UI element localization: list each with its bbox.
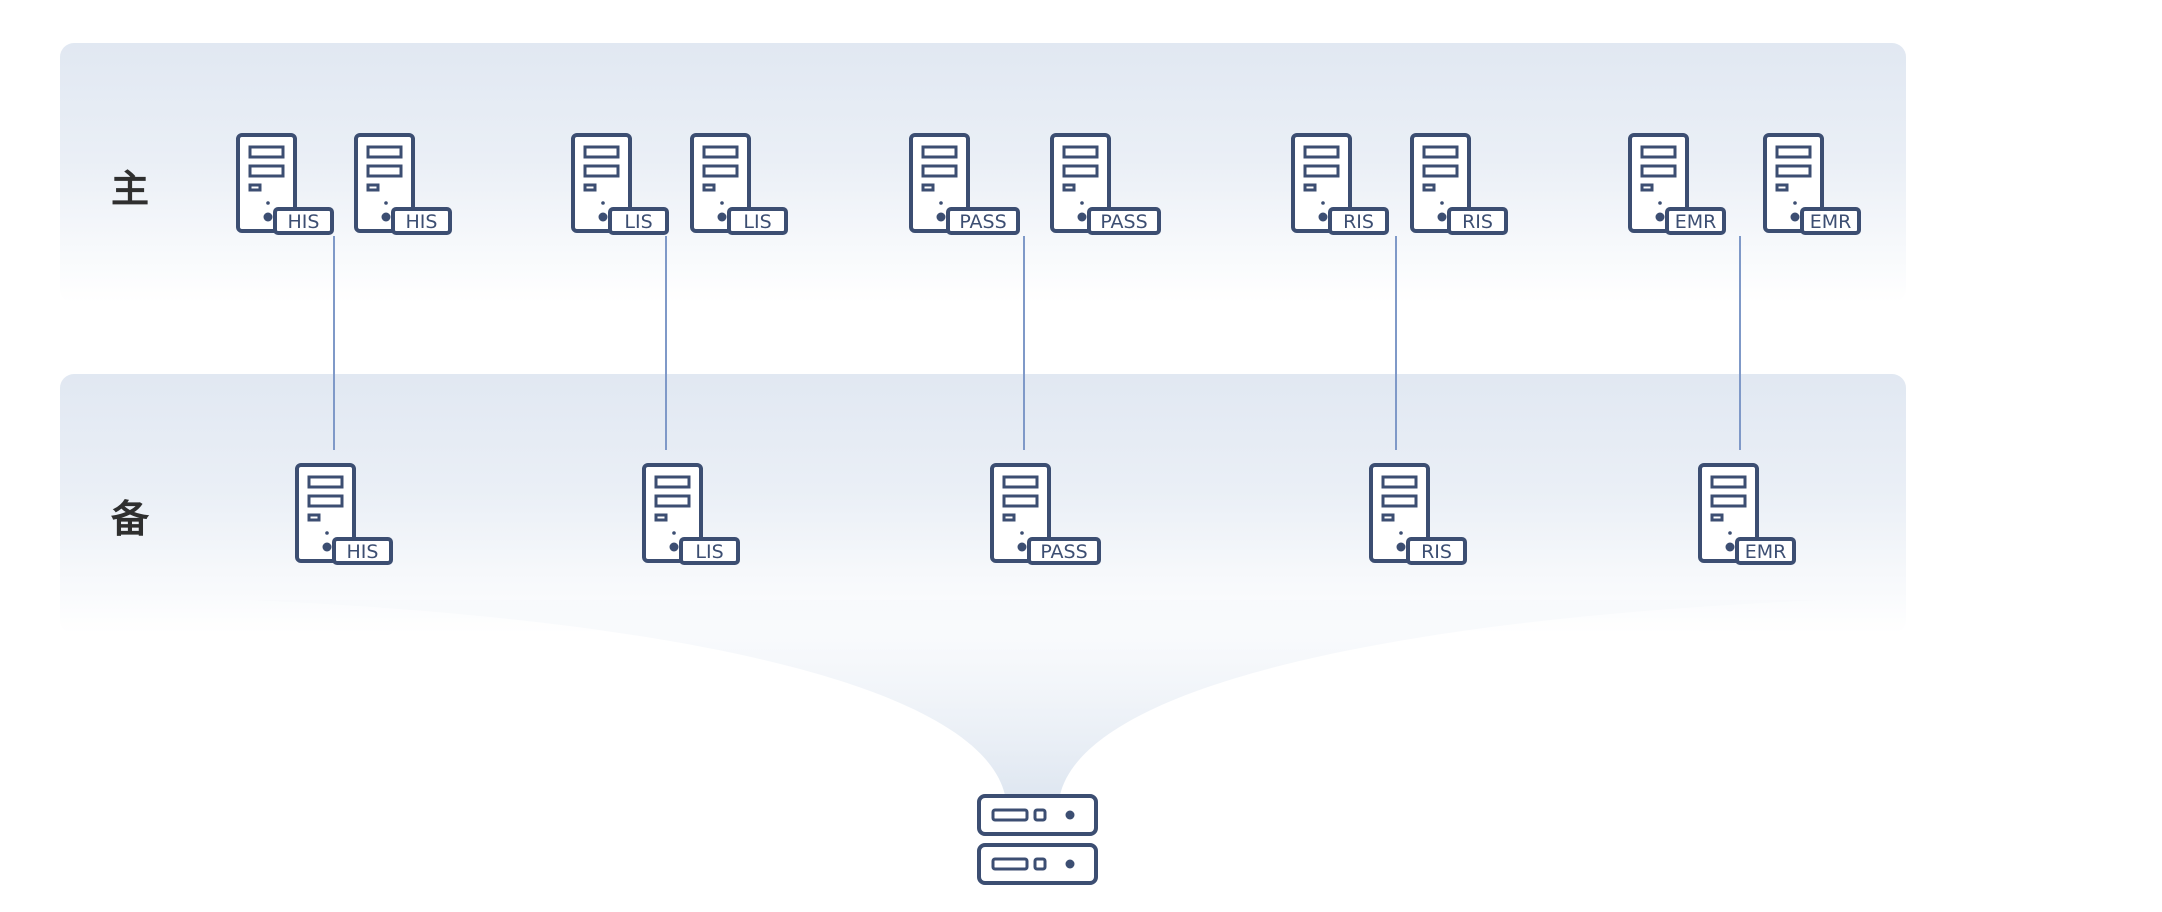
primary-server-ris-2: RIS bbox=[1410, 133, 1508, 235]
funnel-shape bbox=[250, 600, 1820, 795]
backup-server-emr: EMR bbox=[1698, 463, 1796, 565]
server-tag-label: HIS bbox=[288, 211, 320, 233]
backup-server-his: HIS bbox=[295, 463, 393, 565]
backup-server-pass: PASS bbox=[990, 463, 1101, 565]
backup-band bbox=[60, 374, 1906, 634]
server-tag-label: RIS bbox=[1343, 211, 1374, 233]
server-tag-label: EMR bbox=[1675, 211, 1717, 233]
server-tag-label: LIS bbox=[695, 541, 723, 563]
server-tag-label: HIS bbox=[347, 541, 379, 563]
link-lines bbox=[333, 236, 1741, 450]
server-tag-label: PASS bbox=[1040, 541, 1087, 563]
primary-server-his-2: HIS bbox=[354, 133, 452, 235]
primary-server-pass-1: PASS bbox=[909, 133, 1020, 235]
server-group: HIS HIS HIS LIS LIS LIS PASS PASS PASS RIS RIS RIS E… bbox=[236, 133, 1861, 565]
server-tag-label: PASS bbox=[1100, 211, 1147, 233]
server-tag-label: RIS bbox=[1462, 211, 1493, 233]
backup-server-lis: LIS bbox=[642, 463, 740, 565]
backup-server-ris: RIS bbox=[1369, 463, 1467, 565]
primary-server-emr-1: EMR bbox=[1628, 133, 1726, 235]
server-tag-label: HIS bbox=[406, 211, 438, 233]
backup-row-label: 备 bbox=[110, 497, 149, 541]
server-tag-label: PASS bbox=[959, 211, 1006, 233]
server-tag-label: EMR bbox=[1810, 211, 1852, 233]
primary-server-lis-1: LIS bbox=[571, 133, 669, 235]
server-tag-label: EMR bbox=[1745, 541, 1787, 563]
primary-server-lis-2: LIS bbox=[690, 133, 788, 235]
primary-server-ris-1: RIS bbox=[1291, 133, 1389, 235]
primary-server-pass-2: PASS bbox=[1050, 133, 1161, 235]
server-tag-label: RIS bbox=[1421, 541, 1452, 563]
server-tag-label: LIS bbox=[743, 211, 771, 233]
primary-server-his-1: HIS bbox=[236, 133, 334, 235]
storage-server-icon bbox=[977, 794, 1098, 885]
primary-row-label: 主 bbox=[110, 167, 149, 211]
primary-server-emr-2: EMR bbox=[1763, 133, 1861, 235]
server-tag-label: LIS bbox=[624, 211, 652, 233]
